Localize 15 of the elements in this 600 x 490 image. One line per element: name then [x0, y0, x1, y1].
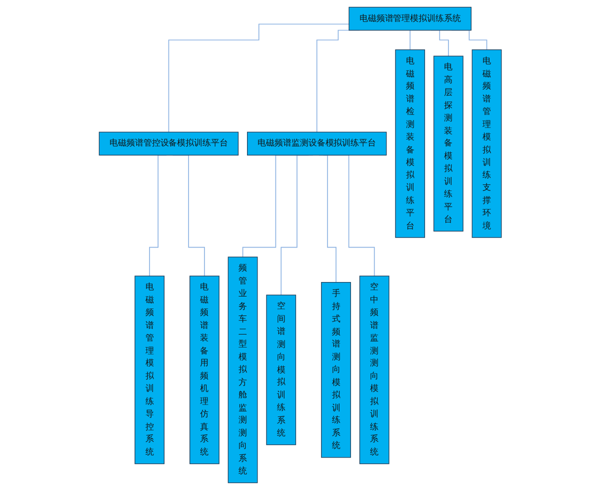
connector	[409, 30, 410, 50]
node-box	[359, 276, 389, 464]
node-box	[348, 6, 472, 31]
node-box	[189, 276, 220, 464]
connector	[168, 24, 350, 133]
node-box	[433, 56, 464, 232]
node-box	[246, 132, 386, 156]
node-box	[394, 49, 425, 238]
hierarchy-diagram: 电磁频谱管理模拟训练系统 电磁频谱管控设备模拟训练平台 电磁频谱监测设备模拟训练平台 电磁频谱检测装备模拟训练平台 电高层探测装备模拟训练平台 电磁频谱管理模拟训练支撑环境 电磁频谱管理模拟训练导控系统 电磁频谱装备用频机理仿真系统 频管业务车二型模拟方舱监测测向系统 空间谱测向模拟训练系统 手持式频谱测向模拟训练系统 空中频谱监测测向模拟训练系统	[94, 2, 506, 488]
node-box	[134, 276, 164, 464]
node-box	[98, 132, 238, 156]
node-box	[266, 294, 296, 446]
node-box	[472, 49, 502, 238]
node-box	[320, 282, 351, 458]
node-box	[228, 256, 258, 484]
